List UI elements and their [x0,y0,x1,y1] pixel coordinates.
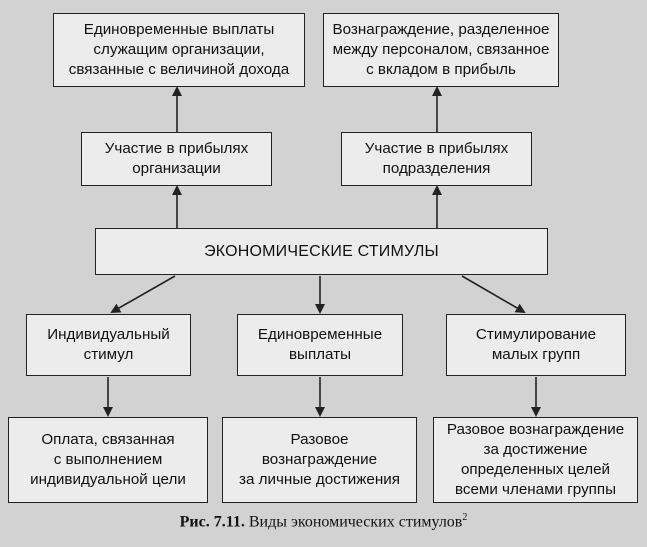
arrow-center-to-cat-left [110,275,176,313]
figure-label: Рис. 7.11. [179,513,245,531]
arrow-center-to-cat-right [461,275,526,314]
box-lump-sum-payments: Единовременные выплаты [237,314,403,376]
footnote-mark: 2 [462,512,468,523]
box-individual-stimulus: Индивидуальный стимул [26,314,191,376]
box-individual-goal-pay: Оплата, связанная с выполнением индивиду… [8,417,208,503]
box-economic-stimuli: ЭКОНОМИЧЕСКИЕ СТИМУЛЫ [95,228,548,275]
figure-caption-text: Виды экономических стимулов [244,513,463,531]
box-top-right: Вознаграждение, разделенное между персон… [323,13,559,87]
box-mid-left: Участие в прибылях организации [81,132,272,186]
box-group-goal-reward: Разовое вознаграждение за достижение опр… [433,417,638,503]
box-top-left: Единовременные выплаты служащим организа… [53,13,305,87]
box-mid-right: Участие в прибылях подразделения [341,132,532,186]
box-small-group-stimulation: Стимулирование малых групп [446,314,626,376]
box-personal-achievement-reward: Разовое вознаграждение за личные достиже… [222,417,417,503]
figure-caption: Рис. 7.11. Виды экономических стимулов2 [0,512,647,531]
